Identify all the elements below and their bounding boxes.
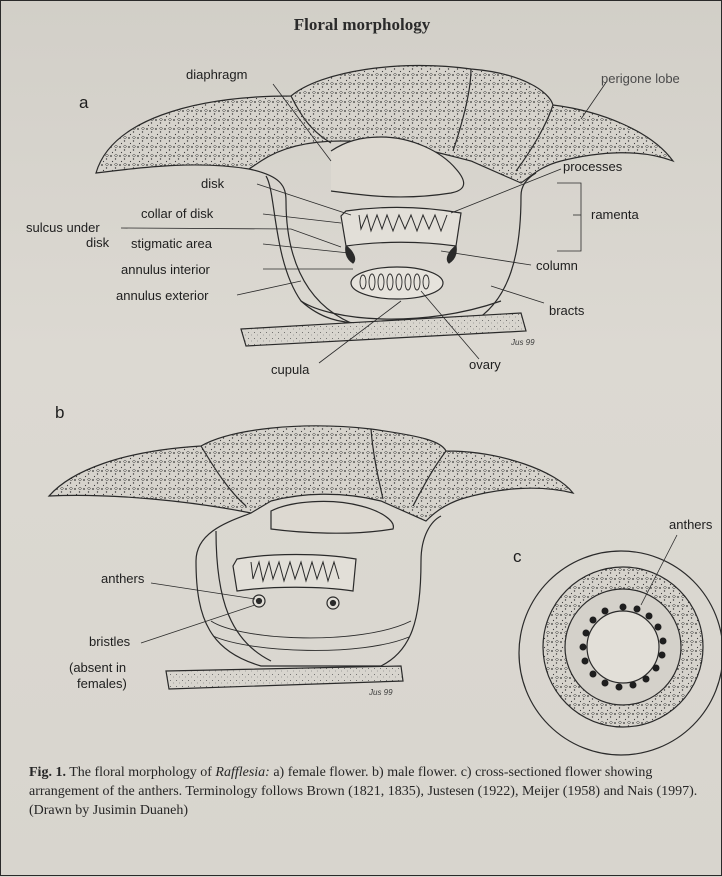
label-sulcus-under-disk: disk [86,235,110,250]
panel-label-a: a [79,93,89,112]
male-flower-drawing [47,425,575,690]
label-ramenta: ramenta [591,207,639,222]
label-annulus-interior: annulus interior [121,262,210,277]
label-disk: disk [201,176,225,191]
page-heading: Floral morphology [293,15,431,34]
female-flower-drawing [95,64,675,364]
artist-signature-a: Jus 99 [511,338,535,347]
label-perigone-lobe: perigone lobe [601,71,680,86]
label-ovary: ovary [469,357,501,372]
label-column: column [536,258,578,273]
label-stigmatic-area: stigmatic area [131,236,212,251]
label-annulus-exterior: annulus exterior [116,288,209,303]
caption-genus: Rafflesia: [215,765,270,780]
anther-ring [579,603,667,691]
label-diaphragm: diaphragm [186,67,248,82]
label-cupula: cupula [271,362,310,377]
figure-caption: Fig. 1. The floral morphology of Raffles… [29,763,719,820]
artist-signature-b: Jus 99 [369,688,393,697]
label-females: females) [77,676,127,691]
label-bracts: bracts [549,303,585,318]
label-bristles: bristles [89,634,131,649]
panel-label-c: c [513,547,522,566]
label-sulcus-under: sulcus under [26,220,100,235]
caption-text-1: The floral morphology of [65,765,216,780]
label-collar-of-disk: collar of disk [141,206,214,221]
caption-fig-number: Fig. 1. [29,765,66,780]
label-absent-in: (absent in [69,660,127,675]
cross-section-drawing [518,534,722,756]
label-anthers-c: anthers [669,517,713,532]
label-processes: processes [563,159,623,174]
caption-text-2: a) female flower. b) male flower. c) cro… [29,765,698,818]
label-anthers-b: anthers [101,571,145,586]
panel-label-b: b [55,403,65,422]
